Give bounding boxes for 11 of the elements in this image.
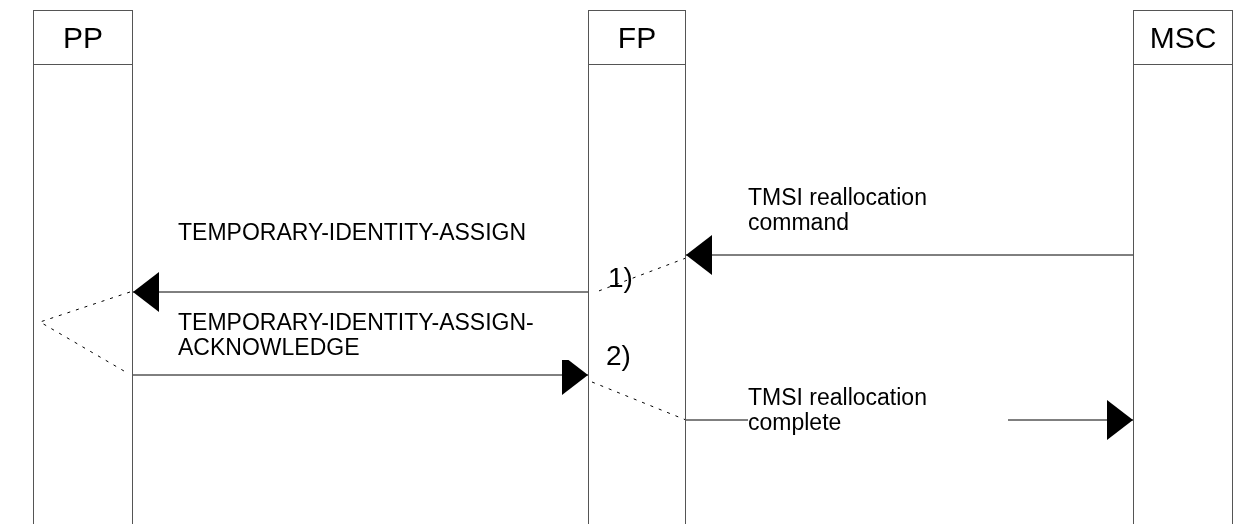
step-number: 1) xyxy=(608,262,633,294)
arrow xyxy=(132,272,589,312)
lifeline xyxy=(33,10,133,524)
lifeline xyxy=(588,10,686,524)
participant-label: MSC xyxy=(1149,20,1217,55)
participant-label: PP xyxy=(63,20,103,55)
lifeline xyxy=(1133,10,1233,524)
step-number: 2) xyxy=(606,340,631,372)
participant-label: FP xyxy=(617,20,657,55)
edge-label: TMSI reallocation complete xyxy=(748,385,1008,435)
arrow xyxy=(685,235,1134,275)
